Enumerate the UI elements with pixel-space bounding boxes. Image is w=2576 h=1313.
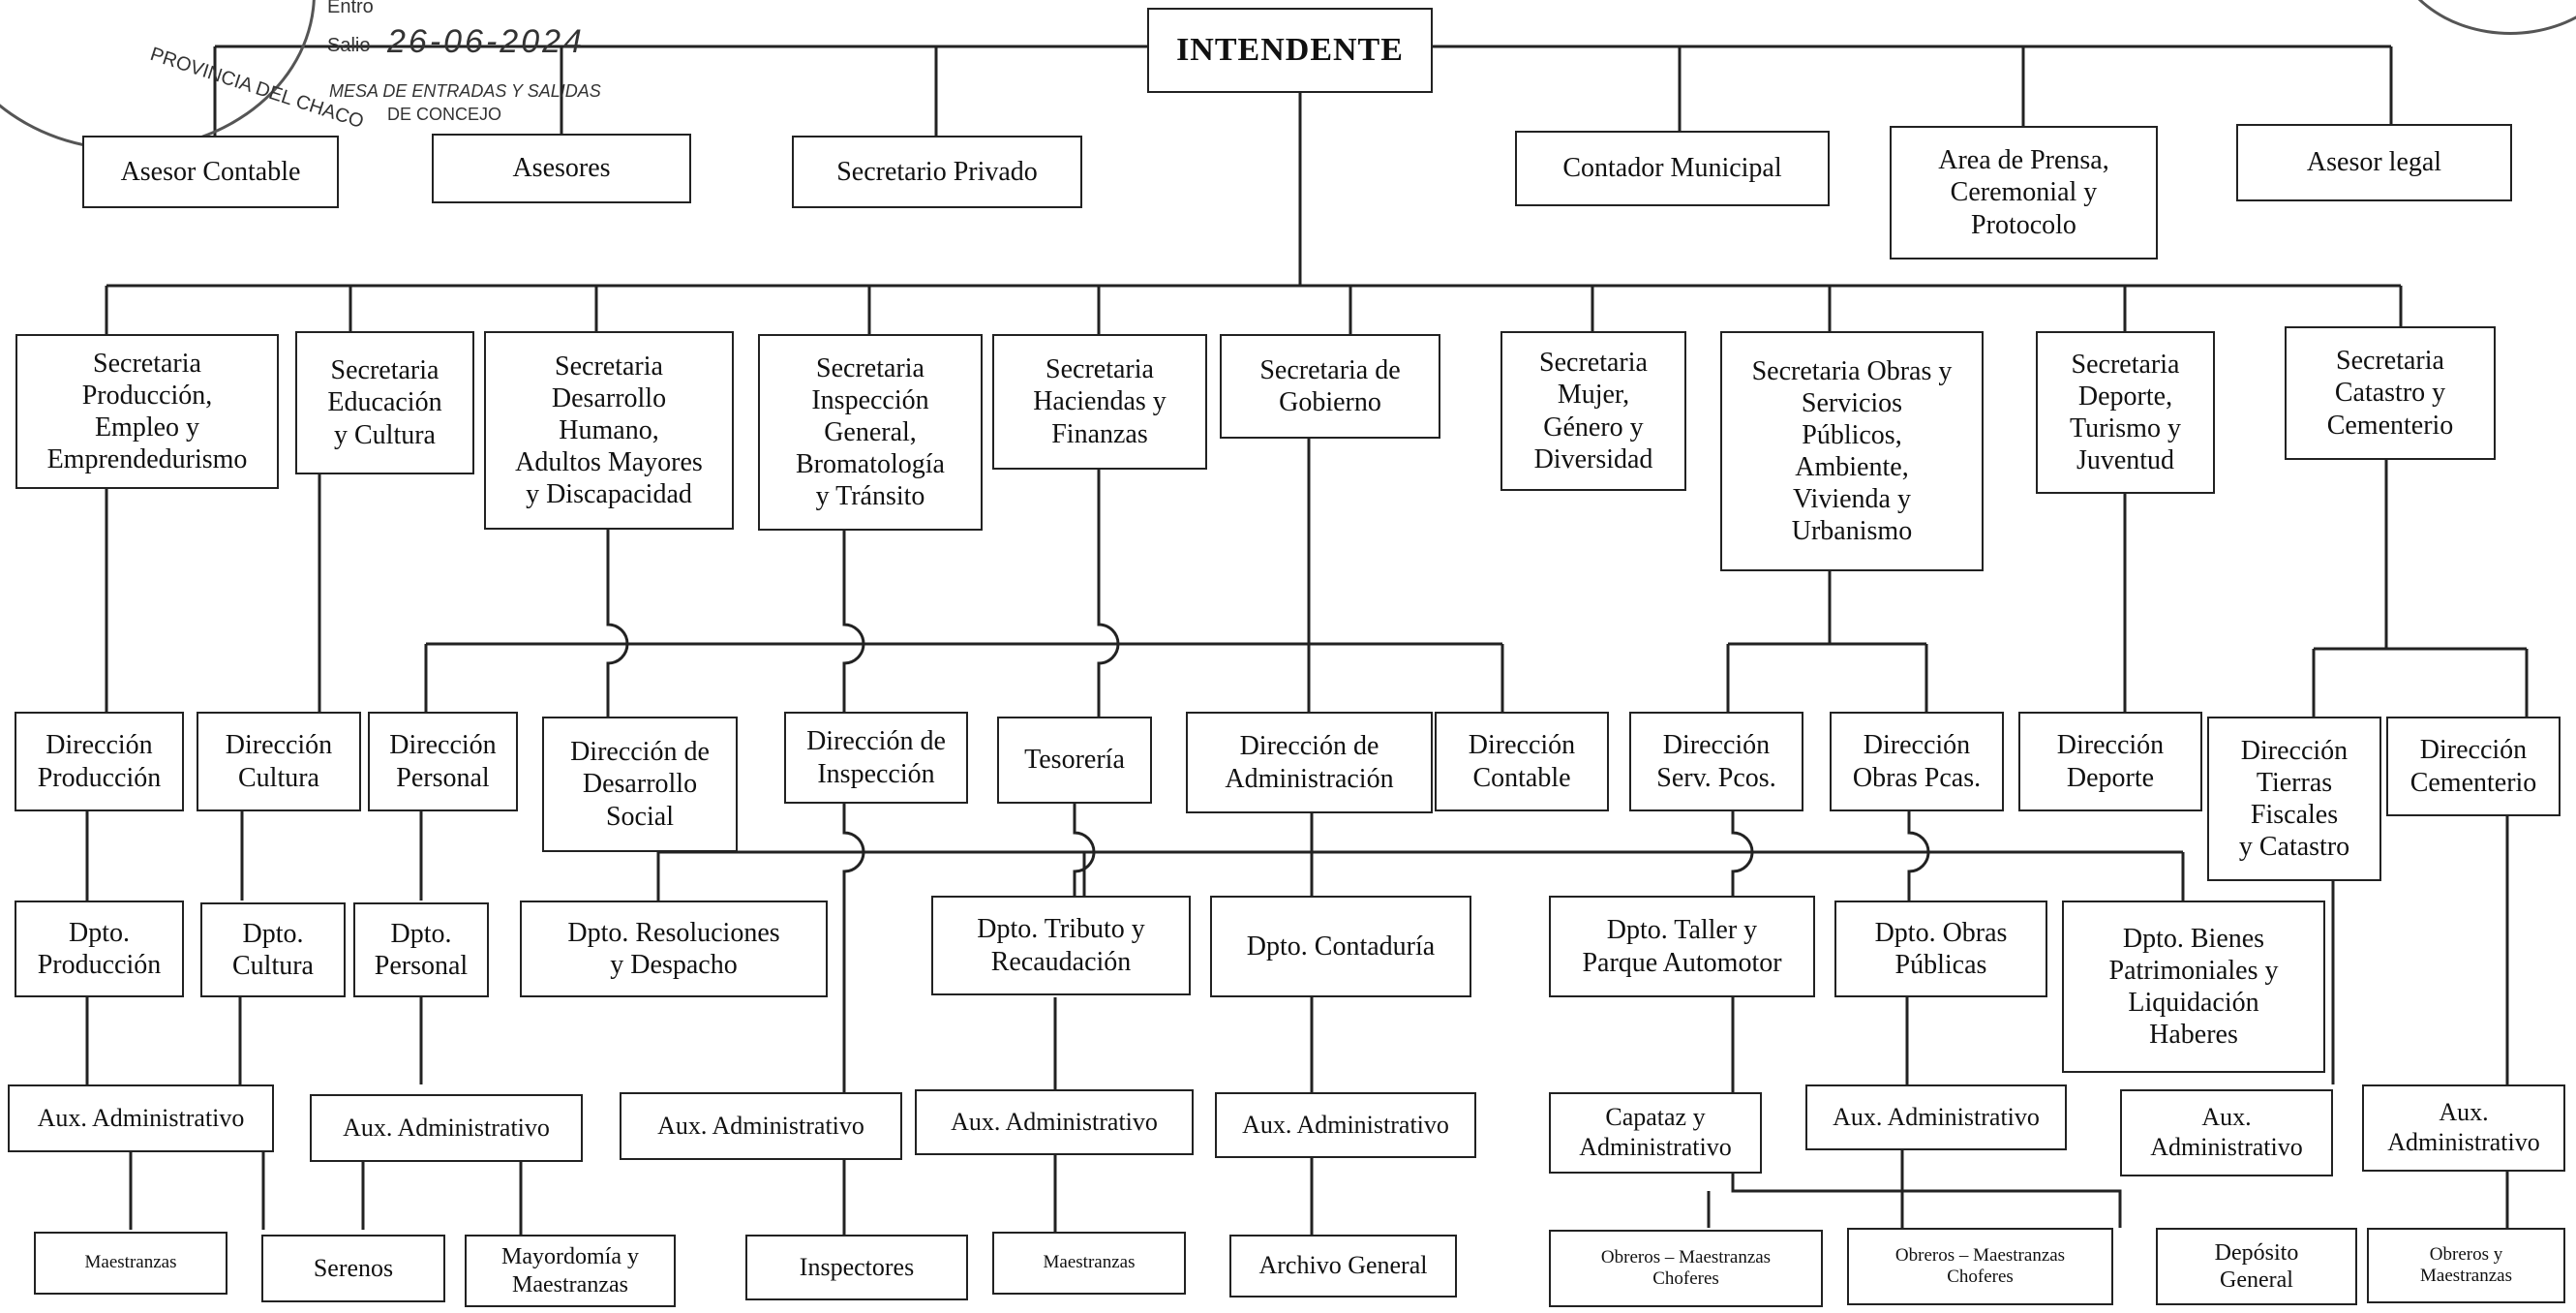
box-obreros-2: Obreros – Maestranzas Choferes xyxy=(1847,1228,2113,1305)
box-direccion-personal: Dirección Personal xyxy=(368,712,518,811)
box-asesor-contable: Asesor Contable xyxy=(82,136,339,208)
connector-inspeccion xyxy=(842,528,865,712)
connector-main xyxy=(106,87,2401,288)
box-serenos: Serenos xyxy=(261,1235,445,1302)
box-dpto-taller: Dpto. Taller y Parque Automotor xyxy=(1549,896,1815,997)
box-direccion-administracion: Dirección de Administración xyxy=(1186,712,1433,813)
stamp-date: 26-06-2024 xyxy=(387,23,585,60)
box-tesoreria: Tesorería xyxy=(997,717,1152,804)
connector-personal xyxy=(361,811,523,1235)
stamp-entro-label: Entro xyxy=(327,0,374,17)
box-aux-administrativo-4: Aux. Administrativo xyxy=(915,1089,1194,1155)
connector-obras xyxy=(1726,571,1928,712)
box-asesor-legal: Asesor legal xyxy=(2236,124,2512,201)
box-aux-administrativo-5: Aux. Administrativo xyxy=(1215,1092,1476,1158)
box-secretaria-obras: Secretaria Obras y Servicios Públicos, A… xyxy=(1720,331,1984,571)
connector-desarrollo xyxy=(606,528,629,736)
connector-inspeccion-down xyxy=(842,804,865,1235)
stamp-salio-label: Salio xyxy=(327,35,371,56)
box-intendente: INTENDENTE xyxy=(1147,8,1433,93)
box-mayordomia: Mayordomía y Maestranzas xyxy=(465,1235,676,1307)
connector-haciendas xyxy=(1097,470,1120,721)
box-secretaria-educacion: Secretaria Educación y Cultura xyxy=(295,331,474,474)
box-secretaria-mujer: Secretaria Mujer, Género y Diversidad xyxy=(1500,331,1686,491)
connector-cultura xyxy=(238,470,321,1230)
box-obreros-3: Obreros y Maestranzas xyxy=(2367,1228,2565,1303)
box-direccion-cementerio: Dirección Cementerio xyxy=(2386,717,2561,816)
box-direccion-inspeccion: Dirección de Inspección xyxy=(784,712,968,804)
box-aux-administrativo-6: Aux. Administrativo xyxy=(1805,1084,2067,1150)
connector-direcciones-mid xyxy=(424,642,1504,712)
box-dpto-tributo: Dpto. Tributo y Recaudación xyxy=(931,896,1191,995)
connector-dpto-bar xyxy=(656,850,2185,905)
box-secretaria-gobierno: Secretaria de Gobierno xyxy=(1220,334,1440,439)
connector-serv xyxy=(1707,811,2122,1228)
box-maestranzas-1: Maestranzas xyxy=(34,1232,227,1295)
box-direccion-serv-pcos: Dirección Serv. Pcos. xyxy=(1629,712,1803,811)
box-aux-administrativo-3: Aux. Administrativo xyxy=(620,1092,902,1160)
box-asesores: Asesores xyxy=(432,134,691,203)
box-dpto-personal: Dpto. Personal xyxy=(353,902,489,997)
box-dpto-contaduria: Dpto. Contaduría xyxy=(1210,896,1471,997)
box-direccion-desarrollo-social: Dirección de Desarrollo Social xyxy=(542,717,738,852)
box-inspectores: Inspectores xyxy=(745,1235,968,1300)
connector-tesoreria-down xyxy=(1053,765,1096,1235)
box-dpto-cultura: Dpto. Cultura xyxy=(200,902,346,997)
box-archivo-general: Archivo General xyxy=(1229,1235,1457,1298)
box-secretaria-catastro: Secretaria Catastro y Cementerio xyxy=(2285,326,2496,460)
box-aux-administrativo-2: Aux. Administrativo xyxy=(310,1094,583,1162)
stamp-line2: DE CONCEJO xyxy=(387,105,502,124)
box-obreros-1: Obreros – Maestranzas Choferes xyxy=(1549,1230,1823,1307)
connector-secretarias xyxy=(105,286,2403,334)
box-secretaria-inspeccion: Secretaria Inspección General, Bromatolo… xyxy=(758,334,983,531)
box-direccion-obras-pcas: Dirección Obras Pcas. xyxy=(1830,712,2004,811)
box-dpto-obras-publicas: Dpto. Obras Públicas xyxy=(1834,901,2047,997)
box-aux-administrativo-7: Aux. Administrativo xyxy=(2120,1089,2333,1176)
box-deposito-general: Depósito General xyxy=(2156,1228,2357,1305)
box-secretaria-deporte: Secretaria Deporte, Turismo y Juventud xyxy=(2036,331,2215,494)
box-aux-administrativo-1: Aux. Administrativo xyxy=(8,1084,274,1152)
box-maestranzas-2: Maestranzas xyxy=(992,1232,1186,1295)
box-direccion-deporte: Dirección Deporte xyxy=(2018,712,2202,811)
connector-catastro xyxy=(2312,460,2529,1228)
box-secretario-privado: Secretario Privado xyxy=(792,136,1082,208)
box-aux-administrativo-8: Aux. Administrativo xyxy=(2362,1084,2565,1172)
box-capataz: Capataz y Administrativo xyxy=(1549,1092,1762,1174)
box-direccion-cultura: Dirección Cultura xyxy=(197,712,361,811)
box-secretaria-desarrollo: Secretaria Desarrollo Humano, Adultos Ma… xyxy=(484,331,734,530)
box-dpto-produccion: Dpto. Producción xyxy=(15,901,184,997)
connector-produccion xyxy=(85,474,133,1230)
box-direccion-produccion: Dirección Producción xyxy=(15,712,184,811)
box-secretaria-haciendas: Secretaria Haciendas y Finanzas xyxy=(992,334,1207,470)
box-direccion-contable: Dirección Contable xyxy=(1435,712,1609,811)
connector-obraspcas xyxy=(1900,811,1930,1228)
box-secretaria-produccion: Secretaria Producción, Empleo y Emprende… xyxy=(15,334,279,489)
box-dpto-bienes: Dpto. Bienes Patrimoniales y Liquidación… xyxy=(2062,901,2325,1073)
box-area-prensa: Area de Prensa, Ceremonial y Protocolo xyxy=(1890,126,2158,260)
box-contador-municipal: Contador Municipal xyxy=(1515,131,1830,206)
box-direccion-tierras: Dirección Tierras Fiscales y Catastro xyxy=(2207,717,2381,881)
box-dpto-resoluciones: Dpto. Resoluciones y Despacho xyxy=(520,901,828,997)
stamp-line1: MESA DE ENTRADAS Y SALIDAS xyxy=(329,81,601,101)
